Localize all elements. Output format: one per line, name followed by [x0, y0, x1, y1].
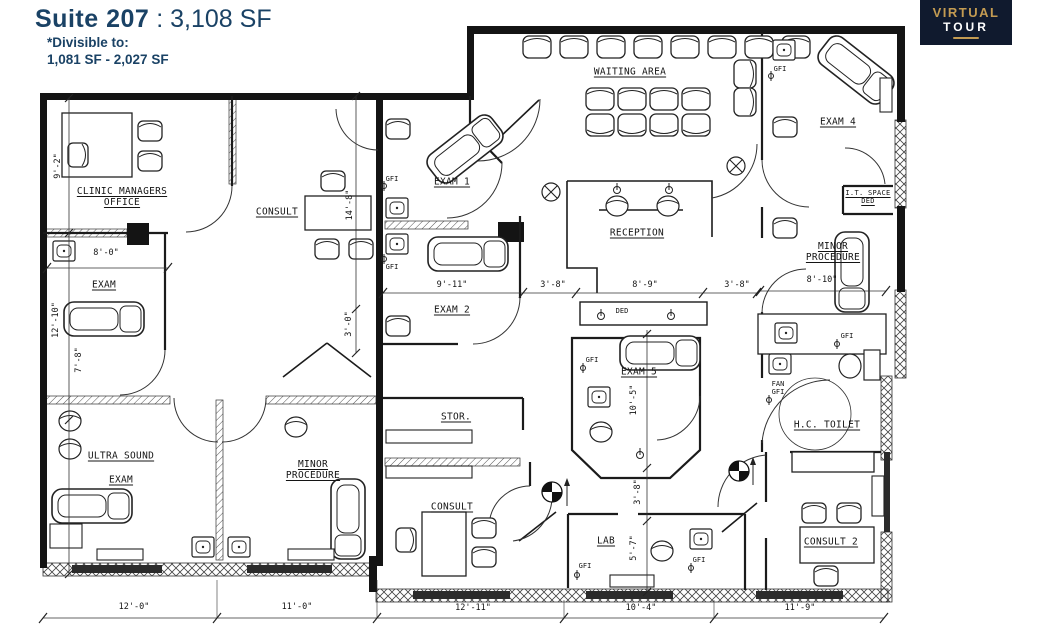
- annotation-gfi-6: GFI: [578, 562, 592, 570]
- dimension-11-0: 11'-0": [281, 602, 313, 612]
- wall-posts: [597, 182, 675, 459]
- dimension-3-0: 3'-0": [344, 311, 354, 337]
- dimension-3-8-a: 3'-8": [540, 280, 566, 290]
- dimension-3-8-v: 3'-8": [633, 479, 643, 505]
- room-label-exam-1: EXAM 1: [433, 176, 471, 188]
- dimension-14-8: 14'-8": [345, 189, 355, 221]
- dimension-8-0: 8'-0": [93, 248, 119, 258]
- dimension-7-8: 7'-8": [74, 347, 84, 373]
- hatched-walls: [42, 97, 907, 603]
- dimension-8-9: 8'-9": [632, 280, 658, 290]
- divisible-label: *Divisible to:: [47, 35, 129, 50]
- annotation-fan: FAN: [771, 380, 785, 388]
- annotation-gfi-8: GFI: [771, 388, 785, 396]
- dimension-8-10: 8'-10": [806, 275, 838, 285]
- virtual-tour-line2: TOUR: [943, 20, 989, 34]
- dimension-10-4: 10'-4": [625, 603, 657, 613]
- virtual-tour-underline: [953, 37, 979, 39]
- room-label-consult-top: CONSULT: [255, 206, 299, 218]
- annotation-gfi-3: GFI: [773, 65, 787, 73]
- walls: [40, 26, 905, 592]
- room-label-ultra-sound-exam: EXAM: [108, 474, 134, 486]
- room-label-minor-procedure-right: MINOR PROCEDURE: [805, 241, 861, 263]
- room-label-minor-procedure-bottom: MINOR PROCEDURE: [285, 459, 341, 481]
- title-separator: :: [156, 5, 164, 33]
- dimension-lines: [38, 91, 891, 624]
- room-label-exam-upper-left: EXAM: [91, 279, 117, 291]
- symbols: [381, 70, 840, 581]
- dimension-3-8-b: 3'-8": [724, 280, 750, 290]
- room-label-reception: RECEPTION: [609, 227, 665, 239]
- dimension-5-7: 5'-7": [629, 535, 639, 561]
- page-title: Suite 207 : 3,108 SF: [35, 6, 272, 32]
- room-label-storage: STOR.: [440, 411, 472, 423]
- dimension-9-11: 9'-11": [436, 280, 468, 290]
- annotation-gfi-4: GFI: [840, 332, 854, 340]
- exit-symbol: [541, 457, 756, 506]
- plan-header: Suite 207 : 3,108 SF *Divisible to: 1,08…: [35, 6, 272, 68]
- room-label-waiting-area: WAITING AREA: [593, 66, 667, 78]
- room-label-clinic-managers-office: CLINIC MANAGERS OFFICE: [76, 186, 168, 208]
- room-label-lab: LAB: [596, 535, 616, 547]
- dimension-10-5: 10'-5": [629, 384, 639, 416]
- annotation-gfi-5: GFI: [585, 356, 599, 364]
- door-arcs: [119, 98, 886, 542]
- room-label-ultra-sound: ULTRA SOUND: [87, 450, 155, 462]
- dimension-12-0: 12'-0": [118, 602, 150, 612]
- annotation-gfi-1: GFI: [385, 175, 399, 183]
- room-label-exam-2: EXAM 2: [433, 304, 471, 316]
- room-label-hc-toilet: H.C. TOILET: [793, 419, 861, 431]
- dimension-9-2: 9'-2": [53, 153, 63, 179]
- dimension-12-11: 12'-11": [455, 603, 491, 613]
- room-label-exam-5: EXAM 5: [620, 366, 658, 378]
- annotation-gfi-7: GFI: [692, 556, 706, 564]
- annotation-gfi-2: GFI: [385, 263, 399, 271]
- dimension-11-9: 11'-9": [784, 603, 816, 613]
- dimension-12-10: 12'-10": [51, 302, 61, 338]
- light-symbol: [541, 156, 746, 202]
- room-label-exam-4: EXAM 4: [819, 116, 857, 128]
- divisible-range: 1,081 SF - 2,027 SF: [47, 52, 169, 67]
- furniture: [49, 31, 899, 588]
- room-label-consult-2: CONSULT 2: [803, 536, 859, 548]
- room-label-consult-bottom: CONSULT: [430, 501, 474, 513]
- virtual-tour-badge[interactable]: VIRTUAL TOUR: [920, 0, 1012, 45]
- room-label-it-space: I.T. SPACE DED: [845, 189, 891, 205]
- annotation-ded: DED: [615, 307, 629, 315]
- suite-name: Suite 207: [35, 5, 150, 33]
- virtual-tour-line1: VIRTUAL: [932, 5, 1000, 20]
- suite-area: 3,108 SF: [170, 5, 272, 33]
